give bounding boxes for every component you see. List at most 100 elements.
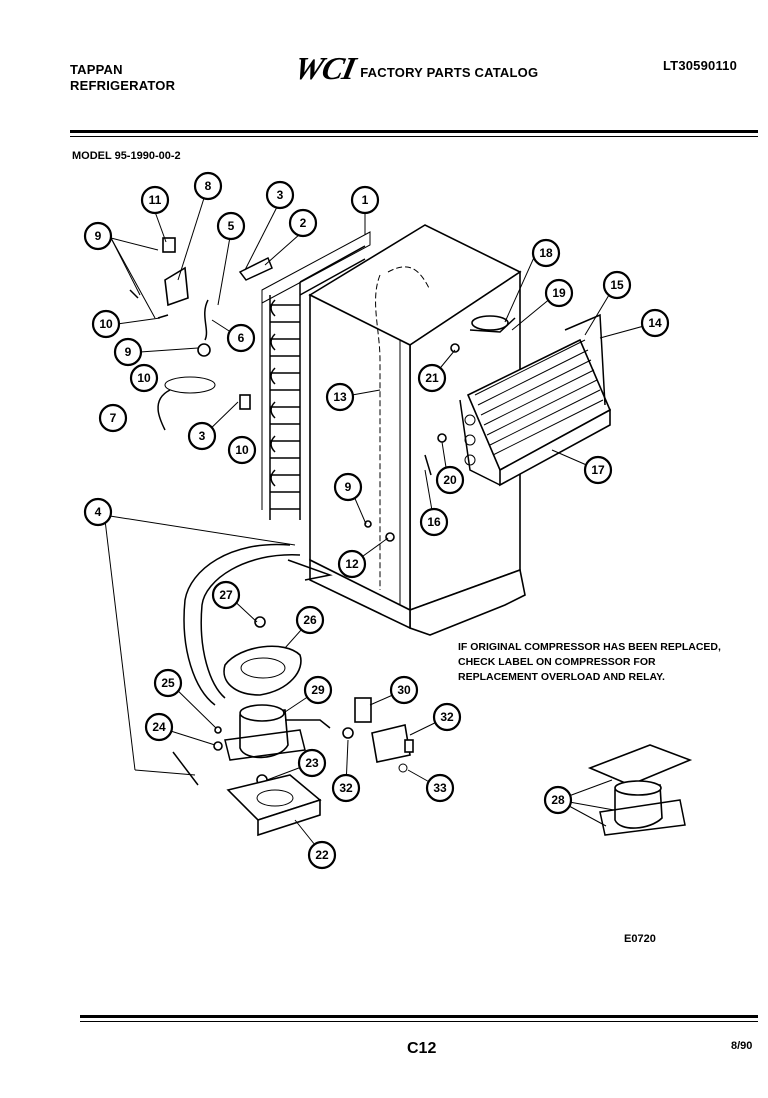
callout: 20 <box>435 465 465 495</box>
callout: 19 <box>544 278 574 308</box>
callout: 5 <box>216 211 246 241</box>
callout: 30 <box>389 675 419 705</box>
svg-text:15: 15 <box>610 278 624 292</box>
callout: 9 <box>333 472 363 502</box>
date-code: 8/90 <box>731 1040 753 1052</box>
catalog-title-block: WCI FACTORY PARTS CATALOG <box>291 50 539 87</box>
svg-text:16: 16 <box>427 515 441 529</box>
svg-text:9: 9 <box>125 345 132 359</box>
svg-text:10: 10 <box>137 371 151 385</box>
callout: 24 <box>144 712 174 742</box>
svg-text:33: 33 <box>433 781 447 795</box>
compressor-bracket <box>226 774 322 837</box>
svg-text:21: 21 <box>425 371 439 385</box>
svg-text:29: 29 <box>311 683 325 697</box>
svg-text:4: 4 <box>95 505 102 519</box>
svg-text:25: 25 <box>161 676 175 690</box>
svg-text:5: 5 <box>228 219 235 233</box>
callout: 3 <box>187 421 217 451</box>
footer-rule-top <box>80 1015 758 1018</box>
svg-text:12: 12 <box>345 557 359 571</box>
footer-rule-bottom <box>80 1021 758 1022</box>
note-line: IF ORIGINAL COMPRESSOR HAS BEEN REPLACED… <box>458 641 721 653</box>
callout: 10 <box>129 363 159 393</box>
callout: 26 <box>295 605 325 635</box>
note-line: REPLACEMENT OVERLOAD AND RELAY. <box>458 671 665 683</box>
svg-text:2: 2 <box>300 216 307 230</box>
svg-text:20: 20 <box>443 473 457 487</box>
callout: 2 <box>288 208 318 238</box>
svg-text:8: 8 <box>205 179 212 193</box>
relay-overload <box>342 697 414 773</box>
svg-text:19: 19 <box>552 286 566 300</box>
svg-text:1: 1 <box>362 193 369 207</box>
page-code: C12 <box>407 1040 437 1057</box>
svg-text:26: 26 <box>303 613 317 627</box>
callout: 12 <box>337 549 367 579</box>
hardware-parts <box>129 237 460 542</box>
product-type: REFRIGERATOR <box>70 78 176 93</box>
callout: 18 <box>531 238 561 268</box>
callout: 29 <box>303 675 333 705</box>
svg-text:10: 10 <box>99 317 113 331</box>
svg-text:10: 10 <box>235 443 249 457</box>
compressor-replacement-note: IF ORIGINAL COMPRESSOR HAS BEEN REPLACED… <box>458 640 758 685</box>
callout: 23 <box>297 748 327 778</box>
callout: 10 <box>91 309 121 339</box>
callout: 11 <box>140 185 170 215</box>
brand-name: TAPPAN <box>70 62 123 77</box>
evaporator-assembly <box>459 313 612 487</box>
callout: 21 <box>417 363 447 393</box>
callout: 4 <box>83 497 113 527</box>
svg-text:7: 7 <box>110 411 117 425</box>
svg-text:28: 28 <box>551 793 565 807</box>
callout: 14 <box>640 308 670 338</box>
catalog-title: FACTORY PARTS CATALOG <box>360 65 539 80</box>
svg-text:22: 22 <box>315 848 329 862</box>
svg-text:18: 18 <box>539 246 553 260</box>
drain-tube <box>104 515 333 776</box>
svg-text:23: 23 <box>305 756 319 770</box>
svg-text:17: 17 <box>591 463 605 477</box>
svg-text:14: 14 <box>648 316 662 330</box>
callout: 1 <box>350 185 380 215</box>
svg-text:24: 24 <box>152 720 166 734</box>
callout: 9 <box>83 221 113 251</box>
svg-text:30: 30 <box>397 683 411 697</box>
callout: 7 <box>98 403 128 433</box>
svg-text:9: 9 <box>95 229 102 243</box>
callout: 17 <box>583 455 613 485</box>
callout: 28 <box>543 785 573 815</box>
part-callouts: 1 2 3 3 4 5 6 7 8 9 9 9 10 10 10 11 12 1… <box>83 171 670 870</box>
callout: 16 <box>419 507 449 537</box>
header-rule-bottom <box>70 136 758 137</box>
compressor <box>172 704 331 786</box>
callout: 3 <box>265 180 295 210</box>
svg-text:9: 9 <box>345 480 352 494</box>
callout: 22 <box>307 840 337 870</box>
thermostat <box>469 315 516 333</box>
callout: 15 <box>602 270 632 300</box>
callout: 10 <box>227 435 257 465</box>
svg-text:13: 13 <box>333 390 347 404</box>
callout: 9 <box>113 337 143 367</box>
header-rule-top <box>70 130 758 133</box>
document-number: LT30590110 <box>663 58 738 73</box>
note-line: CHECK LABEL ON COMPRESSOR FOR <box>458 656 656 668</box>
svg-text:32: 32 <box>440 710 454 724</box>
callout: 32 <box>432 702 462 732</box>
condenser-coil <box>261 231 371 520</box>
callout: 8 <box>193 171 223 201</box>
drain-pan <box>223 616 302 696</box>
callout: 33 <box>425 773 455 803</box>
svg-text:11: 11 <box>149 193 162 207</box>
svg-text:32: 32 <box>339 781 353 795</box>
brand-block: TAPPAN REFRIGERATOR <box>70 62 175 94</box>
callout: 32 <box>331 773 361 803</box>
figure-code: E0720 <box>624 933 656 945</box>
callout: 27 <box>211 580 241 610</box>
model-label: MODEL 95-1990-00-2 <box>72 150 181 162</box>
svg-text:6: 6 <box>238 331 245 345</box>
callout: 6 <box>226 323 256 353</box>
